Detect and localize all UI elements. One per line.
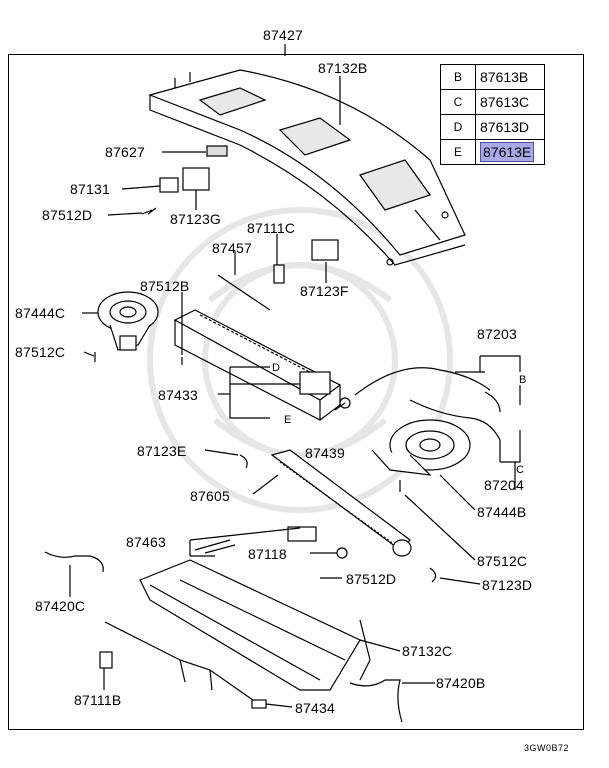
part-label-87204[interactable]: 87204 xyxy=(484,477,524,493)
part-label-87627[interactable]: 87627 xyxy=(105,144,145,160)
part-label-87131[interactable]: 87131 xyxy=(70,181,110,197)
part-label-87132C[interactable]: 87132C xyxy=(402,643,453,659)
callout-d: D xyxy=(272,362,281,374)
upper-tray-87427 xyxy=(148,69,466,266)
part-label-87605[interactable]: 87605 xyxy=(190,488,230,504)
part-label-87123E[interactable]: 87123E xyxy=(137,443,187,459)
part-label-87463[interactable]: 87463 xyxy=(126,534,166,550)
filter-87605 xyxy=(270,449,412,557)
part-label-87123D[interactable]: 87123D xyxy=(482,577,533,593)
part-label-87439[interactable]: 87439 xyxy=(305,445,345,461)
legend-part: 87613B xyxy=(480,69,529,85)
part-label-87111C[interactable]: 87111C xyxy=(247,220,296,236)
part-label-87132B[interactable]: 87132B xyxy=(318,60,368,76)
legend-key: B xyxy=(440,64,476,90)
part-label-87512D[interactable]: 87512D xyxy=(42,207,93,223)
part-label-87420B[interactable]: 87420B xyxy=(436,675,486,691)
part-label-87203[interactable]: 87203 xyxy=(477,326,517,342)
figure-code: 3GW0B72 xyxy=(524,743,570,753)
legend-row-selected[interactable]: E 87613E xyxy=(440,139,545,165)
part-label-87512D[interactable]: 87512D xyxy=(346,571,397,587)
part-label-87512C[interactable]: 87512C xyxy=(15,344,66,360)
part-label-87512B[interactable]: 87512B xyxy=(140,278,190,294)
legend-row[interactable]: C 87613C xyxy=(440,89,545,115)
clip-87123G xyxy=(182,167,210,191)
legend-table: B 87613B C 87613C D 87613D E 87613E xyxy=(440,64,545,165)
blower-87444C xyxy=(97,291,159,351)
callout-b: B xyxy=(519,374,527,386)
legend-key: C xyxy=(440,89,476,115)
part-label-87433[interactable]: 87433 xyxy=(158,387,198,403)
legend-part: 87613D xyxy=(480,119,530,135)
legend-row[interactable]: D 87613D xyxy=(440,114,545,140)
callout-c: C xyxy=(516,464,525,476)
legend-key: E xyxy=(440,139,476,165)
part-label-87118[interactable]: 87118 xyxy=(248,546,287,562)
part-label-87427: 87427 xyxy=(263,27,303,43)
legend-part-highlighted: 87613E xyxy=(480,142,535,162)
part-label-87512C[interactable]: 87512C xyxy=(477,553,528,569)
part-label-87457[interactable]: 87457 xyxy=(212,240,252,256)
connector-87131 xyxy=(159,177,179,193)
part-label-87123F[interactable]: 87123F xyxy=(300,283,349,299)
lower-tray-87132C xyxy=(139,559,371,691)
legend-part: 87613C xyxy=(480,94,530,110)
diagram-frame xyxy=(8,54,584,730)
part-label-87420C[interactable]: 87420C xyxy=(35,598,86,614)
part-label-87111B[interactable]: 87111B xyxy=(74,692,122,708)
part-label-87444C[interactable]: 87444C xyxy=(15,305,66,321)
blower-87444B xyxy=(371,419,471,476)
part-label-87434[interactable]: 87434 xyxy=(295,700,335,716)
pad-87627 xyxy=(206,145,228,157)
duct-87433 xyxy=(173,309,342,421)
legend-key: D xyxy=(440,114,476,140)
legend-row[interactable]: B 87613B xyxy=(440,64,545,90)
callout-e: E xyxy=(284,414,292,426)
part-label-87444B[interactable]: 87444B xyxy=(477,504,527,520)
part-label-87123G[interactable]: 87123G xyxy=(170,211,222,227)
